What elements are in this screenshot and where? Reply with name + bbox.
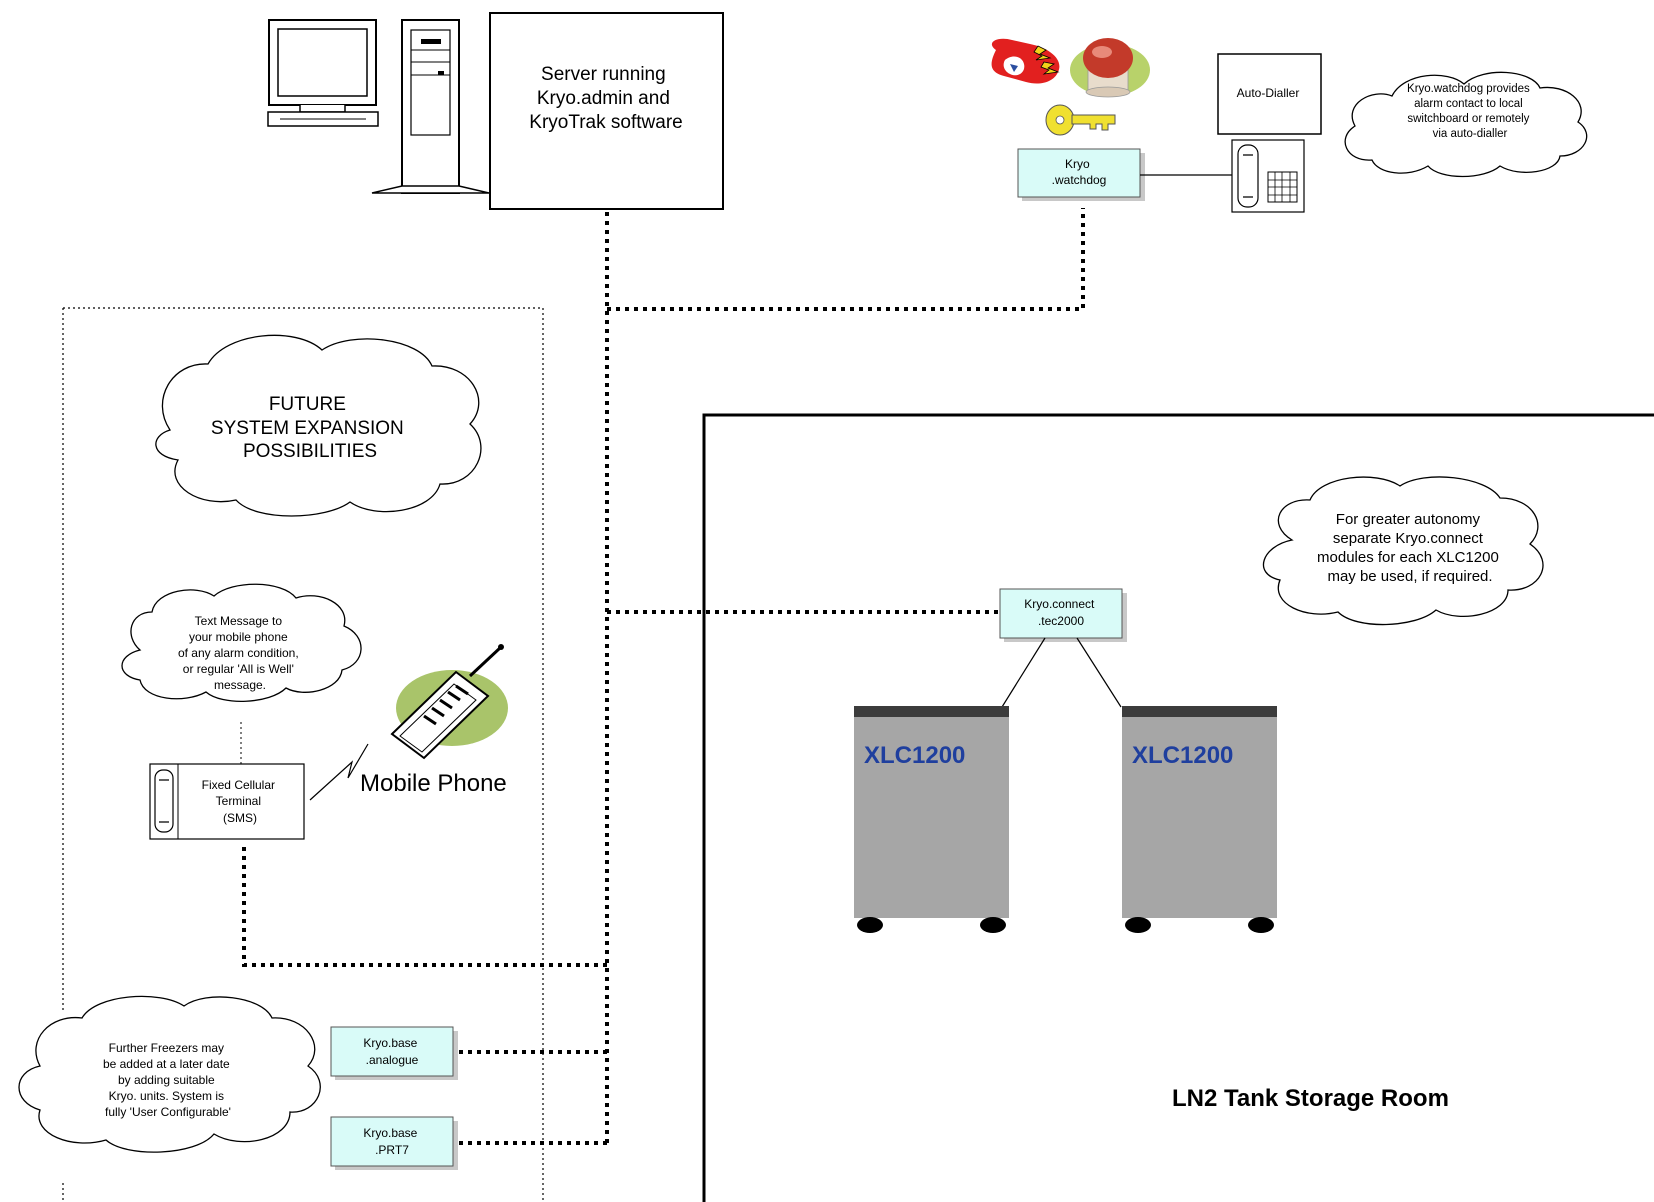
handset-icon (154, 769, 174, 833)
watchdog-label: Kryo .watchdog (1052, 157, 1107, 187)
tower-icon (371, 19, 490, 194)
ln2-room-wall (702, 413, 1654, 1202)
freezer-right: XLC1200 (1122, 706, 1277, 933)
freezer-left-label: XLC1200 (864, 742, 965, 769)
watchdog-note-text: Kryo.watchdog provides alarm contact to … (1407, 83, 1533, 140)
future-expansion-cloud: FUTURE SYSTEM EXPANSION POSSIBILITIES (155, 334, 482, 517)
cellular-terminal-label: Fixed Cellular Terminal (SMS) (202, 778, 279, 825)
base-prt7-label: Kryo.base .PRT7 (363, 1126, 420, 1157)
freezers-note-cloud: Further Freezers may be added at a later… (18, 995, 321, 1153)
connector-trunk-watchdog (607, 208, 1085, 311)
siren-icon (991, 38, 1060, 84)
base-analogue-label: Kryo.base .analogue (363, 1036, 420, 1067)
future-expansion-region (62, 307, 544, 1202)
connector-trunk-cellular (242, 845, 607, 967)
sms-note-text: Text Message to your mobile phone of any… (178, 614, 302, 692)
key-icon (1045, 104, 1116, 136)
freezer-left: XLC1200 (854, 706, 1009, 933)
connector-connect-freezer-right (1076, 637, 1122, 708)
autodialler-box: Auto-Dialler (1217, 53, 1322, 135)
desk-phone-icon (1231, 139, 1305, 213)
mobile-phone-label: Mobile Phone (360, 770, 507, 797)
freezers-note-text: Further Freezers may be added at a later… (103, 1041, 233, 1119)
sms-note-cloud: Text Message to your mobile phone of any… (121, 583, 362, 702)
future-expansion-text: FUTURE SYSTEM EXPANSION POSSIBILITIES (211, 394, 409, 462)
autonomy-note-text: For greater autonomy separate Kryo.conne… (1317, 511, 1503, 585)
wireless-link-icon (309, 743, 369, 801)
autodialler-label: Auto-Dialler (1237, 86, 1300, 100)
server-box: Server running Kryo.admin and KryoTrak s… (489, 12, 724, 210)
cellular-terminal: Fixed Cellular Terminal (SMS) (149, 763, 305, 840)
autonomy-note-cloud: For greater autonomy separate Kryo.conne… (1262, 476, 1544, 626)
watchdog-module: Kryo .watchdog (1017, 148, 1145, 201)
connector-connect-freezer-left (1001, 637, 1046, 708)
base-analogue-module: Kryo.base .analogue (330, 1026, 458, 1080)
watchdog-note-cloud: Kryo.watchdog provides alarm contact to … (1344, 71, 1588, 178)
beacon-icon (1070, 38, 1150, 98)
monitor-icon (267, 19, 379, 127)
base-prt7-module: Kryo.base .PRT7 (330, 1116, 458, 1170)
connect-label: Kryo.connect .tec2000 (1024, 597, 1097, 628)
freezer-right-label: XLC1200 (1132, 742, 1233, 769)
connect-module: Kryo.connect .tec2000 (999, 588, 1127, 642)
computer-workstation (267, 19, 490, 194)
mobile-phone-icon (390, 644, 508, 760)
network-connectors (242, 208, 1085, 1145)
room-label: LN2 Tank Storage Room (1172, 1085, 1449, 1112)
server-label: Server running Kryo.admin and KryoTrak s… (529, 64, 682, 133)
